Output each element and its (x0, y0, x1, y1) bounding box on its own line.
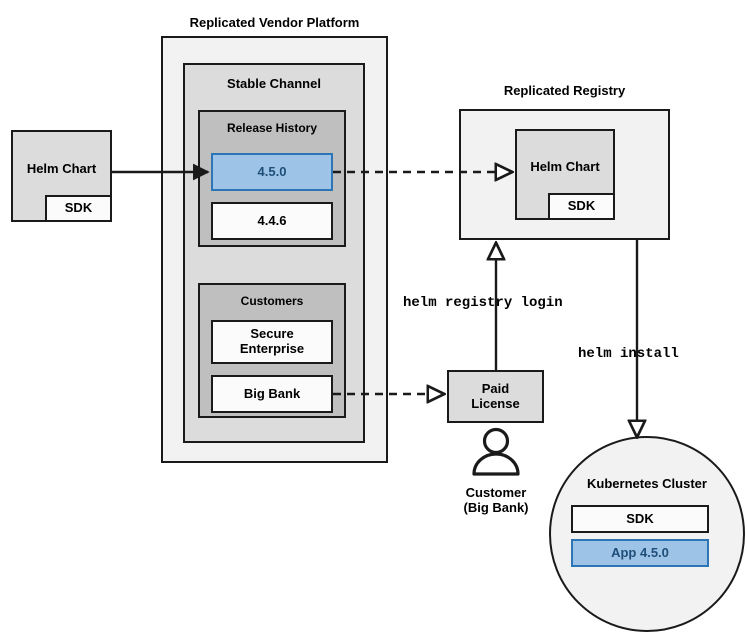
cluster-component-app[interactable]: App 4.5.0 (571, 539, 709, 567)
cluster-component-label: App 4.5.0 (611, 544, 669, 560)
registry-helm-chart-label: Helm Chart (530, 159, 600, 175)
release-history-label: Release History (226, 121, 318, 135)
release-item-4-5-0[interactable]: 4.5.0 (211, 153, 333, 191)
customer-item-big-bank[interactable]: Big Bank (211, 375, 333, 413)
cluster-component-label: SDK (626, 510, 654, 526)
release-version-label: 4.5.0 (257, 163, 287, 179)
customer-actor-label: Customer (Big Bank) (463, 485, 529, 515)
paid-license-label: Paid License (471, 380, 520, 411)
person-icon (472, 427, 520, 476)
vendor-platform-title: Replicated Vendor Platform (189, 14, 360, 30)
cluster-component-sdk[interactable]: SDK (571, 505, 709, 533)
release-version-label: 4.4.6 (257, 212, 287, 228)
source-helm-chart-label: Helm Chart (26, 160, 97, 176)
source-sdk-box[interactable]: SDK (45, 195, 112, 222)
helm-registry-login-command: helm registry login (403, 295, 563, 311)
kubernetes-cluster-label: Kubernetes Cluster (587, 475, 707, 491)
registry-sdk-box[interactable]: SDK (548, 193, 615, 220)
registry-title: Replicated Registry (503, 82, 626, 98)
helm-install-command: helm install (578, 346, 679, 362)
release-item-4-4-6[interactable]: 4.4.6 (211, 202, 333, 240)
registry-sdk-label: SDK (567, 198, 596, 214)
kubernetes-cluster-circle (549, 436, 745, 632)
customer-name-label: Big Bank (243, 385, 301, 401)
customers-label: Customers (240, 294, 304, 308)
source-sdk-label: SDK (64, 200, 93, 216)
customer-item-secure-enterprise[interactable]: Secure Enterprise (211, 320, 333, 364)
paid-license-box[interactable]: Paid License (447, 370, 544, 423)
stable-channel-label: Stable Channel (227, 76, 321, 91)
customer-name-label: Secure Enterprise (239, 326, 305, 356)
